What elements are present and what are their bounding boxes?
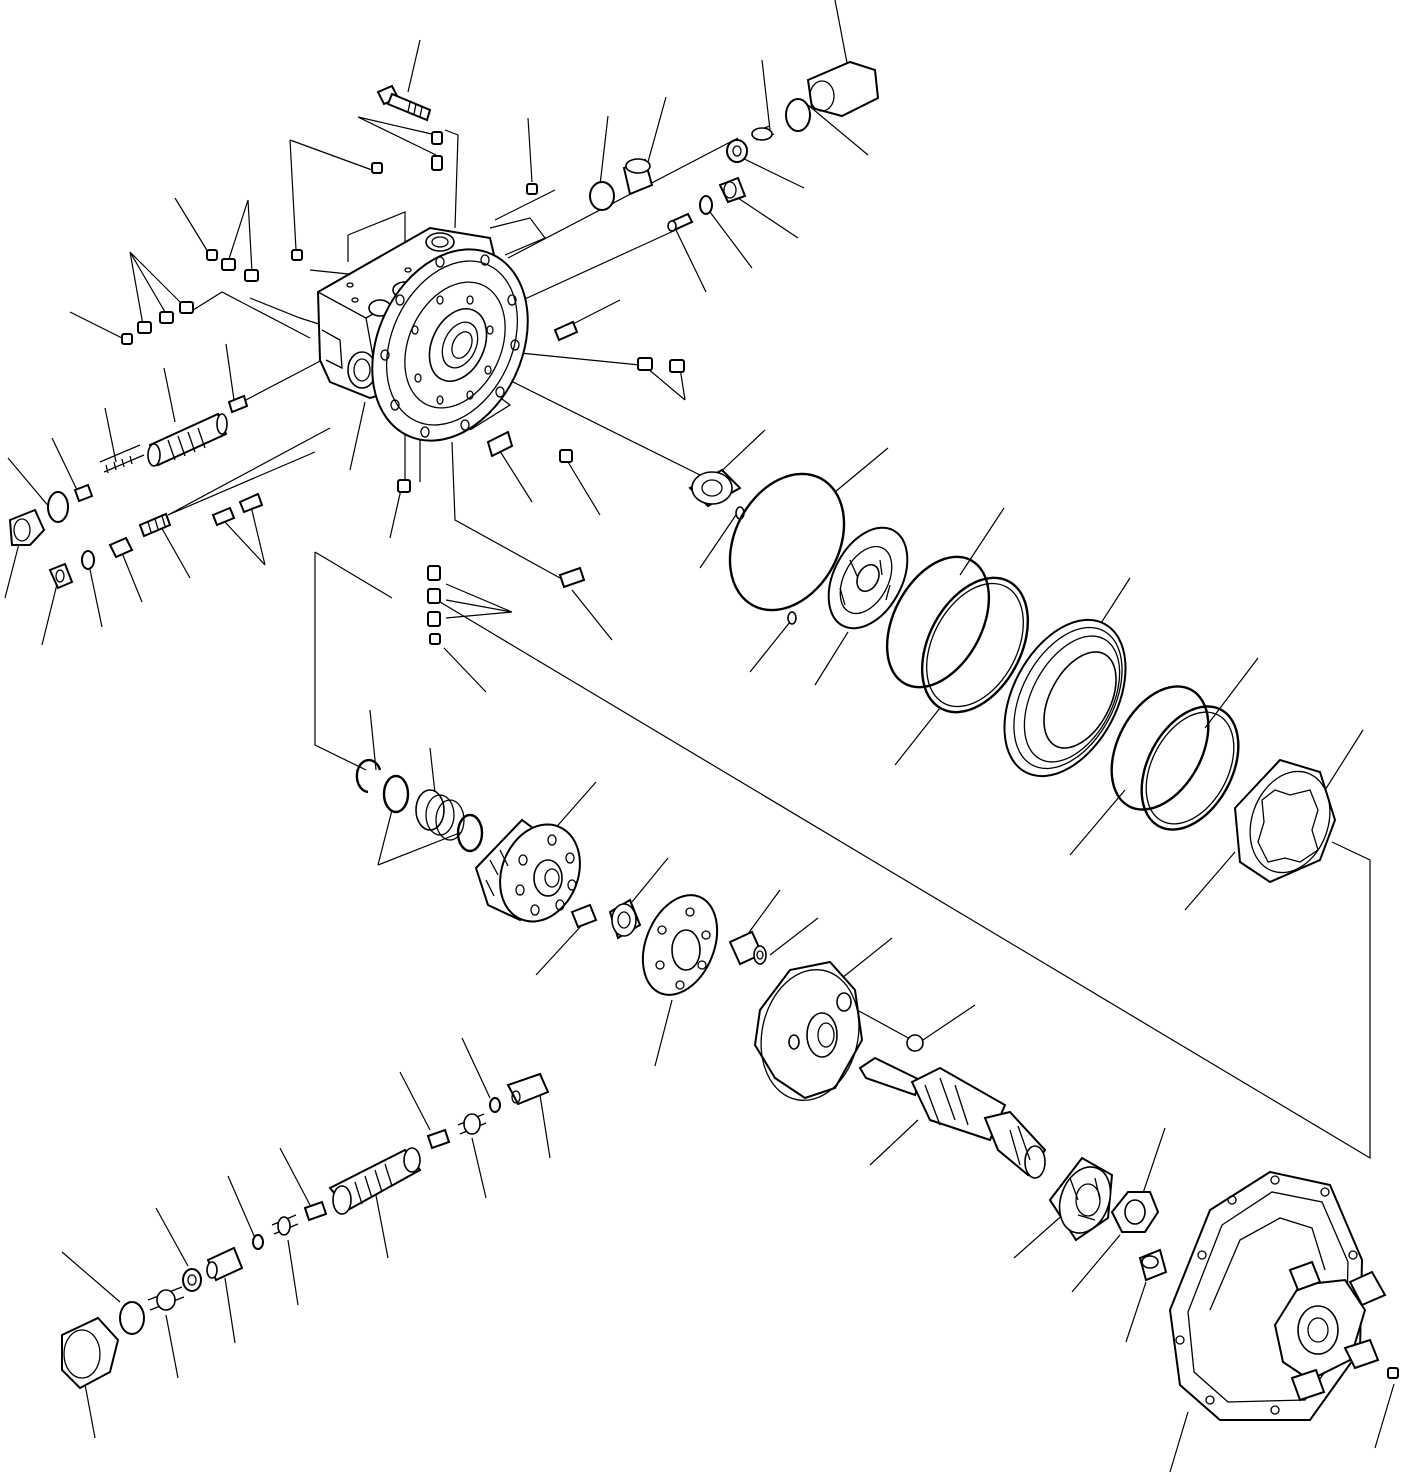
cam-ring — [1233, 758, 1337, 884]
dowel-pin — [1138, 1248, 1168, 1282]
valve-plate — [827, 526, 909, 630]
top-right-plug — [726, 60, 880, 163]
swash-plate — [753, 960, 924, 1101]
lower-spool — [61, 1072, 550, 1390]
end-flange — [1168, 1170, 1387, 1421]
brake-piston — [1003, 618, 1127, 778]
retainer-plate — [641, 894, 719, 996]
drive-shaft — [858, 1056, 1047, 1179]
brake-rings — [885, 555, 1030, 714]
set-screws — [121, 131, 1399, 1379]
middle-left-parts — [48, 430, 586, 590]
backup-rings — [1110, 685, 1240, 831]
cylinder-block — [474, 818, 598, 929]
upper-spool — [8, 394, 249, 546]
bearing-ring-small — [688, 468, 745, 520]
lock-nut — [1110, 1191, 1160, 1233]
shaft-bearing — [1048, 1156, 1114, 1242]
piston-pin — [728, 930, 767, 966]
plug-fittings — [553, 158, 747, 342]
bearing-center — [608, 898, 642, 940]
top-bolt — [376, 84, 432, 122]
large-o-ring — [728, 472, 846, 625]
snap-ring-group — [355, 758, 484, 853]
leader-lines — [4, 0, 1395, 1473]
motor-housing — [316, 226, 529, 442]
